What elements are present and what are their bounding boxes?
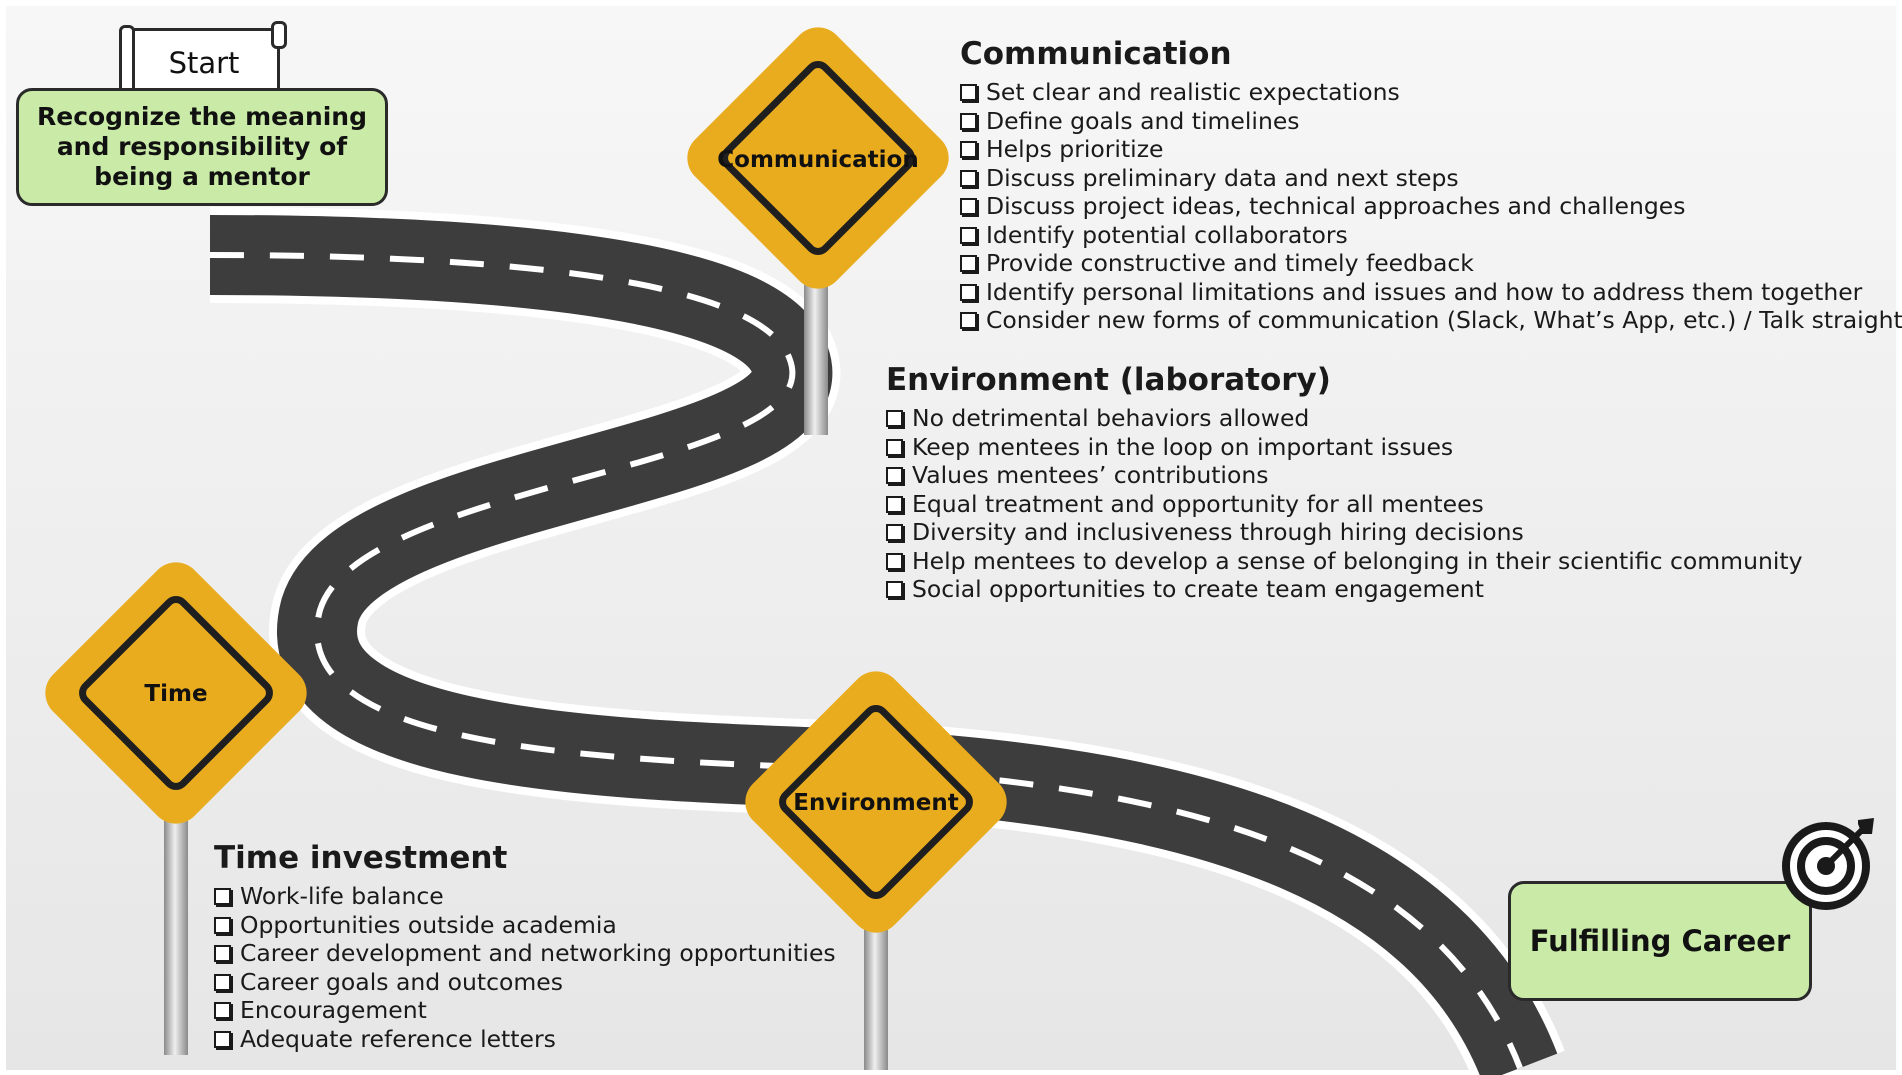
communication-list: Set clear and realistic expectations Def… bbox=[960, 78, 1902, 335]
list-item: Identify potential collaborators bbox=[960, 221, 1902, 250]
checkbox-icon bbox=[886, 495, 903, 513]
checkbox-icon bbox=[214, 916, 231, 934]
checkbox-icon bbox=[886, 581, 903, 598]
communication-section: Communication Set clear and realistic ex… bbox=[960, 36, 1902, 335]
time-list: Work-life balance Opportunities outside … bbox=[214, 882, 836, 1053]
winding-road bbox=[209, 207, 1565, 1075]
list-item: Consider new forms of communication (Sla… bbox=[960, 306, 1902, 335]
checkbox-icon bbox=[960, 312, 977, 329]
time-sign-pole bbox=[164, 780, 188, 1055]
environment-sign-label: Environment bbox=[793, 790, 958, 816]
checkbox-icon bbox=[886, 524, 903, 541]
checkbox-icon bbox=[960, 169, 977, 187]
time-title: Time investment bbox=[214, 840, 508, 876]
checkbox-icon bbox=[960, 112, 977, 130]
checkbox-icon bbox=[214, 888, 231, 905]
list-item: Discuss preliminary data and next steps bbox=[960, 164, 1902, 193]
checkbox-icon bbox=[214, 973, 231, 991]
communication-sign-label: Communication bbox=[717, 147, 918, 173]
list-item: Set clear and realistic expectations bbox=[960, 78, 1902, 107]
list-item: Provide constructive and timely feedback bbox=[960, 249, 1902, 278]
goal-box: Fulfilling Career bbox=[1508, 881, 1812, 1001]
time-sign: Time bbox=[45, 562, 307, 824]
list-item: Adequate reference letters bbox=[214, 1025, 836, 1054]
list-item: Work-life balance bbox=[214, 882, 836, 911]
list-item: Discuss project ideas, technical approac… bbox=[960, 192, 1902, 221]
start-box: Recognize the meaning and responsibility… bbox=[16, 88, 388, 206]
communication-title: Communication bbox=[960, 36, 1232, 72]
checkbox-icon bbox=[960, 226, 977, 244]
list-item: Helps prioritize bbox=[960, 135, 1902, 164]
list-item: Keep mentees in the loop on important is… bbox=[886, 433, 1803, 462]
checkbox-icon bbox=[214, 945, 231, 962]
list-item: Help mentees to develop a sense of belon… bbox=[886, 547, 1803, 576]
list-item: Encouragement bbox=[214, 996, 836, 1025]
checkbox-icon bbox=[960, 255, 977, 272]
list-item: Opportunities outside academia bbox=[214, 911, 836, 940]
list-item: Career development and networking opport… bbox=[214, 939, 836, 968]
environment-title: Environment (laboratory) bbox=[886, 362, 1331, 398]
time-section: Time investment Work-life balance Opport… bbox=[214, 840, 836, 1053]
checkbox-icon bbox=[214, 1002, 231, 1019]
environment-sign: Environment bbox=[745, 671, 1007, 933]
communication-sign-pole bbox=[804, 280, 828, 435]
checkbox-icon bbox=[960, 283, 977, 301]
list-item: Equal treatment and opportunity for all … bbox=[886, 490, 1803, 519]
checkbox-icon bbox=[886, 552, 903, 570]
list-item: Define goals and timelines bbox=[960, 107, 1902, 136]
list-item: Diversity and inclusiveness through hiri… bbox=[886, 518, 1803, 547]
checkbox-icon bbox=[960, 141, 977, 158]
list-item: No detrimental behaviors allowed bbox=[886, 404, 1803, 433]
communication-sign: Communication bbox=[687, 27, 949, 289]
environment-section: Environment (laboratory) No detrimental … bbox=[886, 362, 1803, 604]
checkbox-icon bbox=[214, 1030, 231, 1048]
list-item: Identify personal limitations and issues… bbox=[960, 278, 1902, 307]
time-sign-label: Time bbox=[144, 681, 207, 707]
list-item: Social opportunities to create team enga… bbox=[886, 575, 1803, 604]
list-item: Values mentees’ contributions bbox=[886, 461, 1803, 490]
checkbox-icon bbox=[886, 467, 903, 484]
target-icon bbox=[1782, 818, 1874, 910]
list-item: Career goals and outcomes bbox=[214, 968, 836, 997]
checkbox-icon bbox=[960, 84, 977, 101]
start-banner: Start bbox=[119, 21, 287, 123]
checkbox-icon bbox=[960, 198, 977, 215]
environment-list: No detrimental behaviors allowed Keep me… bbox=[886, 404, 1803, 604]
checkbox-icon bbox=[886, 438, 903, 456]
checkbox-icon bbox=[886, 410, 903, 427]
